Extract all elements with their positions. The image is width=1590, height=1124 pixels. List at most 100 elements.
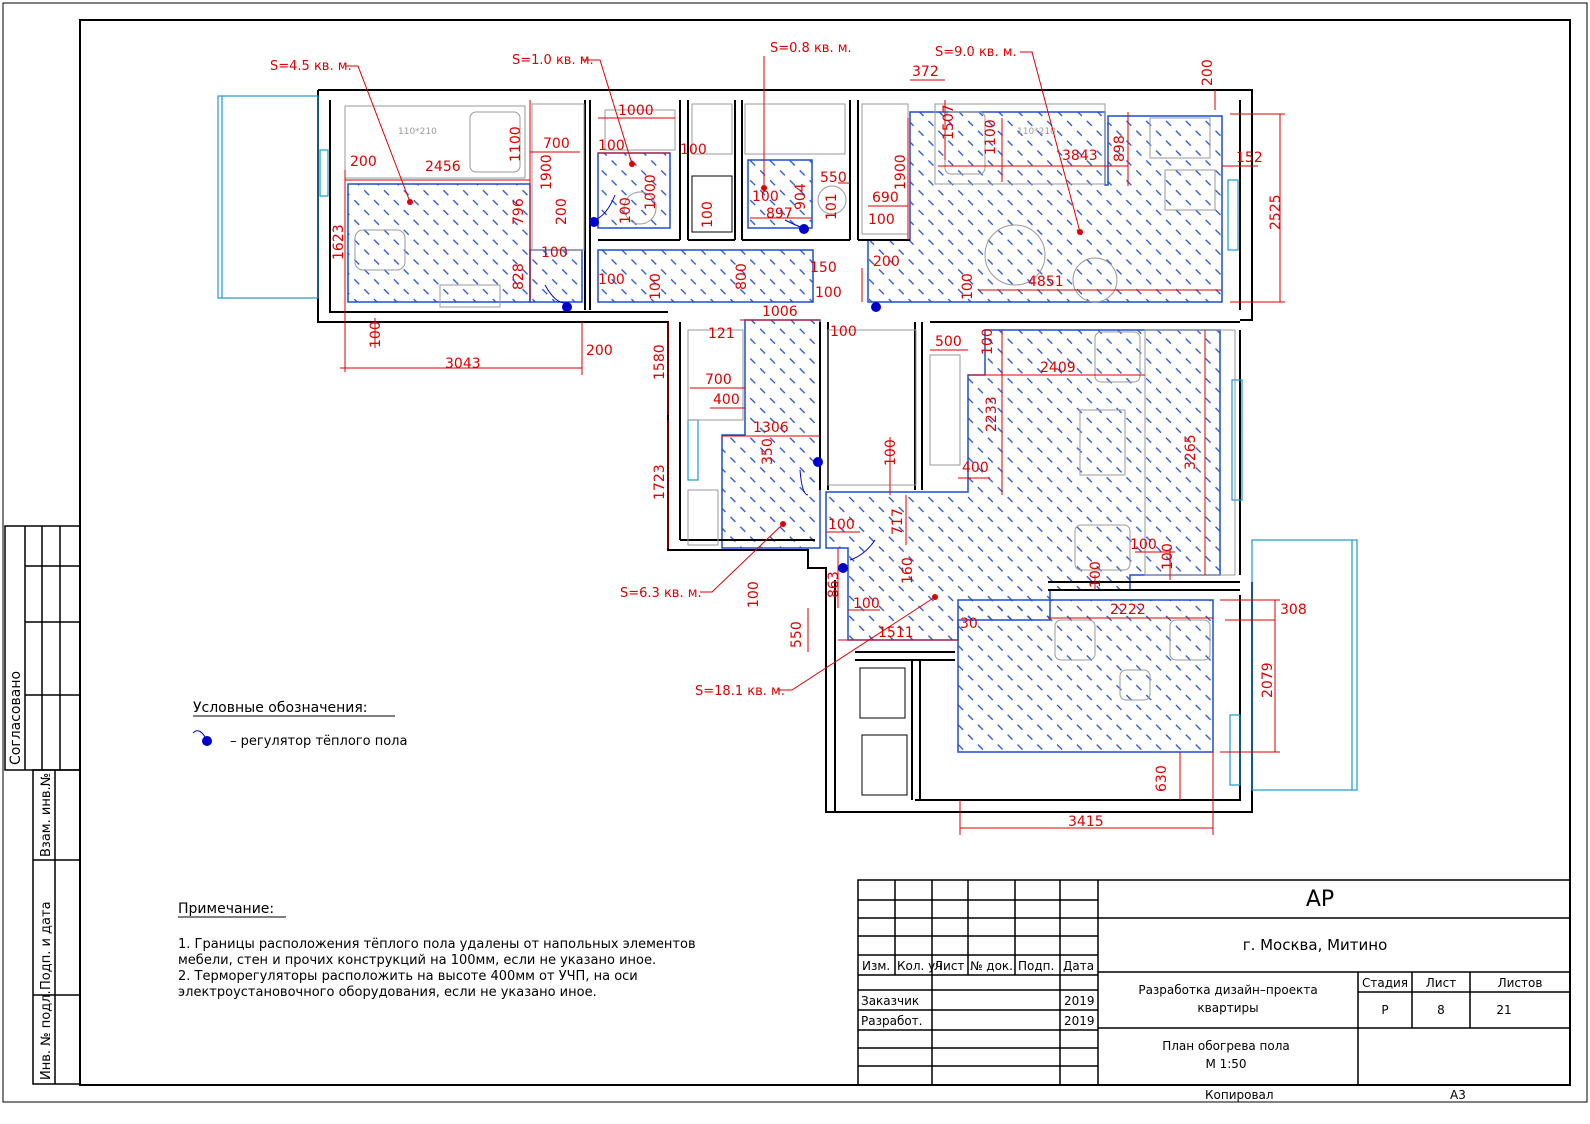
notes: Примечание: 1. Границы расположения тёпл… xyxy=(178,901,696,1000)
dim: 100 xyxy=(868,212,895,228)
dim: 898 xyxy=(1112,135,1128,162)
dim: 372 xyxy=(912,64,939,80)
furniture xyxy=(344,103,1236,796)
area-label-bath: S=0.8 кв. м. xyxy=(770,41,852,56)
dim: 690 xyxy=(872,190,899,206)
dim: 152 xyxy=(1236,150,1263,166)
dim: 100 xyxy=(1130,537,1157,553)
walls xyxy=(317,89,1253,813)
dim: 100 xyxy=(598,272,625,288)
dim: 1900 xyxy=(539,154,555,190)
dim: 100 xyxy=(883,439,899,466)
dim: 100 xyxy=(368,321,384,348)
dim: 100 xyxy=(746,581,762,608)
dim: 2456 xyxy=(425,159,461,175)
dim: 200 xyxy=(350,154,377,170)
dim: 904 xyxy=(793,183,809,210)
dim: 1511 xyxy=(878,625,914,641)
dim: 500 xyxy=(935,334,962,350)
tb-role: Разработ. xyxy=(861,1014,923,1028)
tb-header: Дата xyxy=(1063,959,1094,973)
sheet-header: Лист xyxy=(1426,976,1456,990)
legend-item: – регулятор тёплого пола xyxy=(230,734,407,749)
bed2-label: 110*210 xyxy=(1017,127,1056,137)
dim: 700 xyxy=(705,372,732,388)
dim: 1100 xyxy=(508,126,524,162)
windows xyxy=(217,95,1358,791)
note-line: мебели, стен и прочих конструкций на 100… xyxy=(178,953,656,968)
drawing-scale: М 1:50 xyxy=(1205,1057,1246,1071)
stage-value: Р xyxy=(1381,1003,1388,1017)
dim: 2233 xyxy=(984,396,1000,432)
bed1-label: 110*210 xyxy=(398,127,437,137)
area-dots xyxy=(407,161,1083,600)
sheets-header: Листов xyxy=(1498,976,1543,990)
dim: 1507 xyxy=(941,104,957,140)
dim: 1100 xyxy=(983,119,999,155)
dimension-lines xyxy=(340,79,1285,835)
dim: 863 xyxy=(826,571,842,598)
project-title-2: квартиры xyxy=(1197,1001,1258,1015)
area-label-bedroom-1: S=4.5 кв. м. xyxy=(270,59,352,74)
outer-frame xyxy=(2,2,1588,1103)
dim: 1723 xyxy=(652,464,668,500)
side-stamp xyxy=(4,525,81,1085)
dim: 1900 xyxy=(893,154,909,190)
dim: 897 xyxy=(766,206,793,222)
dim: 828 xyxy=(511,263,527,290)
copied-label: Копировал xyxy=(1205,1088,1274,1102)
legend: Условные обозначения: – регулятор тёплог… xyxy=(192,700,407,749)
regulator-icon xyxy=(202,736,212,746)
dim: 200 xyxy=(554,198,570,225)
dim: 630 xyxy=(1154,765,1170,792)
dim: 2409 xyxy=(1040,360,1076,376)
tb-header: Лист xyxy=(934,959,964,973)
dim: 100 xyxy=(853,596,880,612)
dim: 1306 xyxy=(753,420,789,436)
dim: 717 xyxy=(890,508,906,535)
tb-header: № док. xyxy=(970,959,1013,973)
dim: 4851 xyxy=(1028,274,1064,290)
dim: 100 xyxy=(752,189,779,205)
dim: 100 xyxy=(1088,561,1104,588)
project-title: Разработка дизайн–проекта xyxy=(1138,983,1317,997)
dim: 100 xyxy=(541,245,568,261)
dim: 160 xyxy=(900,557,916,584)
tb-date: 2019 xyxy=(1064,994,1095,1008)
dim: 100 xyxy=(828,517,855,533)
notes-title: Примечание: xyxy=(178,901,274,917)
tb-date: 2019 xyxy=(1064,1014,1095,1028)
sheets-value: 21 xyxy=(1496,1003,1511,1017)
dim: 1000 xyxy=(643,174,659,210)
dim: 121 xyxy=(708,326,735,342)
tb-role: Заказчик xyxy=(861,994,919,1008)
dim: 3265 xyxy=(1183,434,1199,470)
regulator-icon xyxy=(838,563,848,573)
stage-header: Стадия xyxy=(1362,976,1408,990)
dim: 1000 xyxy=(618,103,654,119)
dim: 550 xyxy=(820,170,847,186)
dim: 200 xyxy=(586,343,613,359)
area-label-hall: S=6.3 кв. м. xyxy=(620,586,702,601)
dim: 1580 xyxy=(652,344,668,380)
dim: 550 xyxy=(789,621,805,648)
regulator-icon xyxy=(799,224,809,234)
stamp-cell: Инв. № подл. xyxy=(39,990,54,1080)
dimension-values: 2456 200 1623 796 828 100 3043 200 1100 … xyxy=(331,59,1307,830)
tb-header: Подп. xyxy=(1018,959,1054,973)
dim: 100 xyxy=(648,273,664,300)
dim: 2079 xyxy=(1260,662,1276,698)
regulator-icon xyxy=(562,302,572,312)
dim: 100 xyxy=(700,201,716,228)
dim: 400 xyxy=(962,460,989,476)
note-line: электроустановочного оборудования, если … xyxy=(178,985,597,1000)
dim: 100 xyxy=(980,328,996,355)
dim: 1006 xyxy=(762,304,798,320)
note-line: 1. Границы расположения тёплого пола уда… xyxy=(178,937,696,952)
dim: 100 xyxy=(960,273,976,300)
dim: 2525 xyxy=(1268,194,1284,230)
tb-header: Изм. xyxy=(862,959,890,973)
area-leaders xyxy=(345,51,1081,691)
legend-title: Условные обозначения: xyxy=(193,700,367,716)
